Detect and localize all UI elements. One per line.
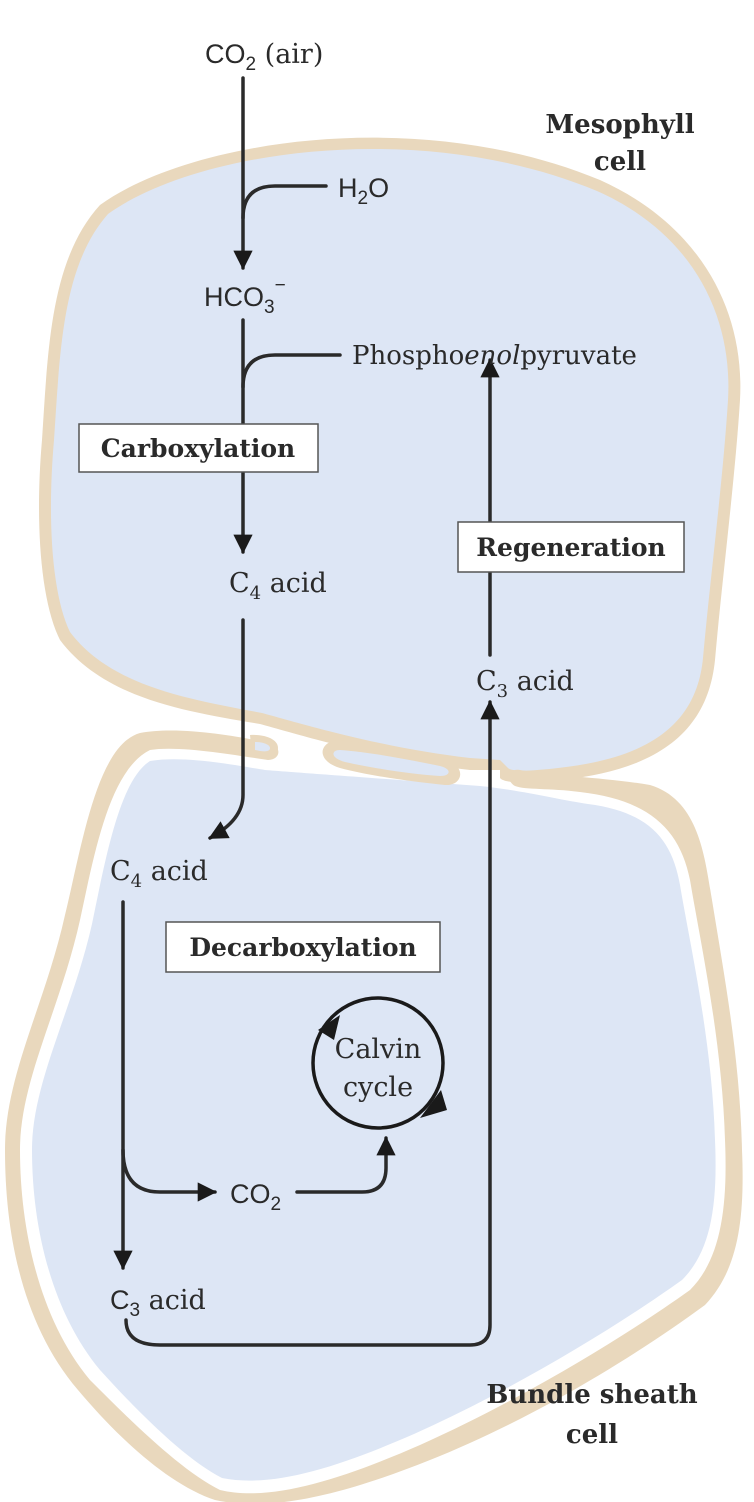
- c3-acid-mesophyll-label: C3 acid: [476, 666, 574, 702]
- calvin-cycle: Calvin cycle: [311, 996, 447, 1130]
- wall-gap: [333, 750, 449, 776]
- hco3-label: HCO3−: [204, 275, 286, 318]
- calvin-arrowhead-top: [318, 1015, 340, 1040]
- mesophyll-cytoplasm: [50, 148, 729, 771]
- decarboxylation-box: Decarboxylation: [165, 921, 441, 973]
- arrow-h2o-join: [241, 184, 328, 220]
- arrow-branch-to-co2: [121, 1148, 217, 1202]
- arrow-c3-return: [124, 700, 500, 1347]
- arrow-co2-to-calvin: [295, 1136, 396, 1194]
- calvin-label-line2: cycle: [343, 1072, 413, 1103]
- arrow-pep-join: [241, 353, 342, 389]
- mesophyll-label-line2: cell: [594, 147, 646, 177]
- regeneration-box: Regeneration: [457, 521, 685, 573]
- bundle-sheath-label-line2: cell: [566, 1420, 618, 1450]
- c4-acid-bundle-label: C4 acid: [110, 856, 208, 892]
- calvin-arrowhead-bottom: [420, 1090, 447, 1118]
- c3-acid-bundle-label: C3 acid: [110, 1285, 206, 1321]
- bundle-sheath-cytoplasm: [32, 759, 716, 1481]
- carboxylation-box-frame: [78, 423, 319, 473]
- decarboxylation-label: Decarboxylation: [189, 933, 416, 962]
- plasmodesmata: [250, 734, 461, 786]
- carboxylation-box: Carboxylation: [78, 423, 319, 473]
- bundle-sheath-label-line1: Bundle sheath: [486, 1380, 697, 1410]
- bundle-sheath-cell-wall: [5, 730, 743, 1502]
- carboxylation-label: Carboxylation: [101, 434, 295, 463]
- decarboxylation-box-frame: [165, 921, 441, 973]
- flow-arrows: [113, 76, 500, 1347]
- regeneration-box-frame: [457, 521, 685, 573]
- arrow-c4-meso-to-bundle: [208, 618, 245, 840]
- regeneration-label: Regeneration: [476, 533, 665, 562]
- wall-segment-left-gap: [255, 742, 270, 752]
- calvin-label-line1: Calvin: [335, 1034, 422, 1065]
- co2-air-label: CO2 (air): [205, 39, 323, 75]
- co2-bundle-label: CO2: [230, 1179, 281, 1215]
- c4-acid-mesophyll-label: C4 acid: [229, 568, 327, 604]
- phosphoenolpyruvate-label: Phosphoenolpyruvate: [352, 341, 637, 371]
- mesophyll-cell: [39, 137, 741, 783]
- calvin-cycle-ring: [311, 996, 445, 1130]
- h2o-label: H2O: [338, 173, 389, 209]
- mesophyll-label-line1: Mesophyll: [545, 110, 694, 140]
